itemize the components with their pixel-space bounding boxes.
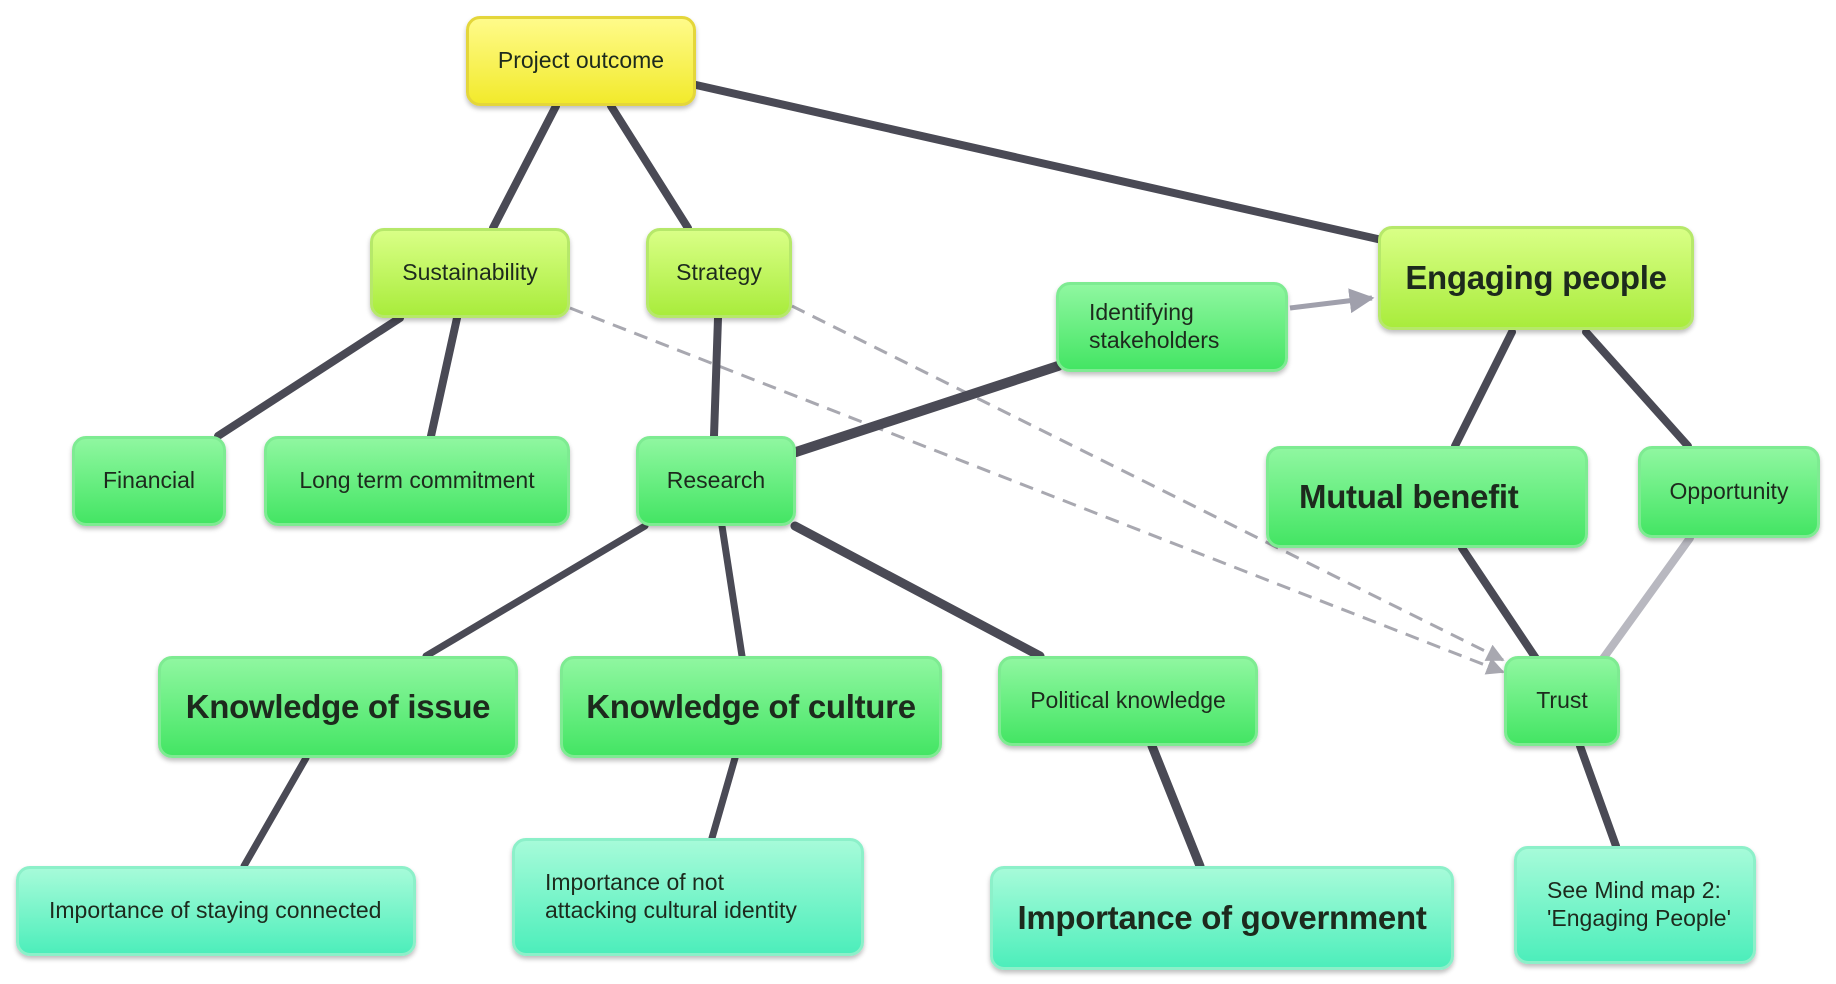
link-research-knowledge-culture	[718, 522, 746, 660]
link-culture-notattacking	[708, 754, 739, 842]
link-opportunity-trust	[1598, 534, 1694, 664]
node-opportunity[interactable]: Opportunity	[1638, 446, 1820, 538]
link-trust-mindmap	[1576, 742, 1620, 850]
node-research[interactable]: Research	[636, 436, 796, 526]
node-label: Trust	[1536, 687, 1588, 714]
node-engaging-people[interactable]: Engaging people	[1378, 226, 1694, 330]
link-research-political	[790, 521, 1045, 661]
node-label: Identifying stakeholders	[1089, 299, 1220, 353]
link-mutual-trust	[1458, 544, 1541, 664]
node-label: Mutual benefit	[1299, 478, 1519, 516]
node-importance-staying-connected[interactable]: Importance of staying connected	[16, 866, 416, 956]
dashed-link-strategy-trust	[791, 304, 1505, 662]
link-stakeholders-research	[791, 361, 1063, 457]
node-label: Project outcome	[497, 47, 665, 74]
node-label: Sustainability	[402, 259, 538, 286]
node-label: Political knowledge	[1030, 687, 1226, 714]
node-financial[interactable]: Financial	[72, 436, 226, 526]
link-sustainability-longterm	[427, 314, 461, 440]
node-label: Importance of staying connected	[49, 897, 382, 924]
dashed-link-sustainability-trust	[569, 306, 1505, 675]
node-label: Engaging people	[1405, 259, 1667, 297]
node-label: Importance of not attacking cultural ide…	[545, 869, 797, 923]
node-knowledge-of-culture[interactable]: Knowledge of culture	[560, 656, 942, 758]
link-engaging-mutual	[1451, 328, 1516, 450]
link-outcome-engaging	[692, 81, 1386, 244]
node-label: Strategy	[676, 259, 762, 286]
node-label: Opportunity	[1669, 478, 1789, 505]
node-label: Importance of government	[1017, 899, 1427, 937]
node-label: See Mind map 2: 'Engaging People'	[1547, 877, 1731, 931]
link-stakeholders-engaging	[1289, 288, 1375, 314]
node-identifying-stakeholders[interactable]: Identifying stakeholders	[1056, 282, 1288, 372]
link-outcome-strategy	[607, 102, 692, 232]
node-mutual-benefit[interactable]: Mutual benefit	[1266, 446, 1588, 548]
node-knowledge-of-issue[interactable]: Knowledge of issue	[158, 656, 518, 758]
link-political-government	[1147, 741, 1205, 871]
node-label: Knowledge of culture	[586, 688, 916, 726]
link-strategy-research	[710, 314, 722, 440]
node-importance-not-attacking[interactable]: Importance of not attacking cultural ide…	[512, 838, 864, 956]
node-long-term-commitment[interactable]: Long term commitment	[264, 436, 570, 526]
link-issue-staying	[240, 754, 310, 870]
node-political-knowledge[interactable]: Political knowledge	[998, 656, 1258, 746]
node-label: Research	[666, 467, 766, 494]
node-label: Knowledge of issue	[185, 688, 491, 726]
link-research-knowledge-issue	[422, 522, 649, 660]
link-outcome-sustainability	[489, 102, 560, 232]
node-strategy[interactable]: Strategy	[646, 228, 792, 318]
link-sustainability-financial	[214, 314, 404, 440]
node-importance-of-government[interactable]: Importance of government	[990, 866, 1454, 970]
node-project-outcome[interactable]: Project outcome	[466, 16, 696, 106]
link-engaging-opportunity	[1582, 328, 1692, 450]
node-sustainability[interactable]: Sustainability	[370, 228, 570, 318]
node-label: Long term commitment	[299, 467, 535, 494]
node-see-mind-map-2[interactable]: See Mind map 2: 'Engaging People'	[1514, 846, 1756, 964]
node-label: Financial	[102, 467, 196, 494]
node-trust[interactable]: Trust	[1504, 656, 1620, 746]
